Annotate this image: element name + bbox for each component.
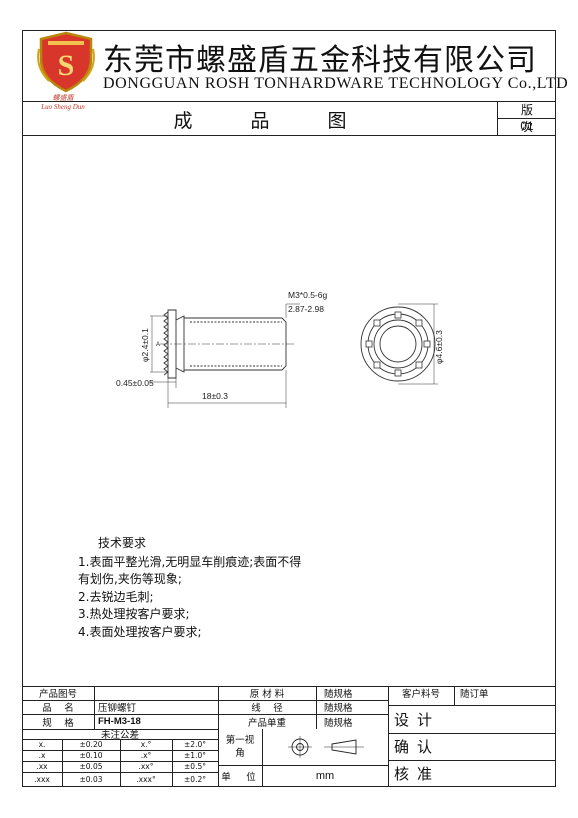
tol-cell: .xxx <box>34 774 50 784</box>
tol-cell: .x <box>38 751 46 760</box>
untol-label: 未注公差 <box>100 730 139 741</box>
wire-label: 线 径 <box>251 703 283 714</box>
end-view-outer <box>360 306 436 382</box>
spec-label: 规 格 <box>42 717 74 729</box>
header-divider <box>23 101 555 102</box>
tol-cell: x. <box>38 740 46 749</box>
logo-caption: 螺盛盾 Luo Sheng Dun <box>29 93 97 111</box>
dim-head-thk: 0.45±0.05 <box>116 378 154 388</box>
tol-cell: ±0.10 <box>79 751 103 760</box>
dim-outer-dia: φ4.6±0.3 <box>434 330 444 364</box>
product-name-label: 品 名 <box>42 703 74 714</box>
spec-value: FH-M3-18 <box>98 716 141 727</box>
angle-label: 第一视角 <box>225 735 255 759</box>
company-name-cn: 东莞市螺盛盾五金科技有限公司 <box>103 43 537 78</box>
dim-head-dia: φ2.4±0.1 <box>140 328 150 362</box>
tol-cell: .x° <box>140 751 152 760</box>
unit-value: mm <box>315 770 335 782</box>
tol-cell: ±0.2° <box>184 774 206 784</box>
tol-cell: ±0.03 <box>79 774 103 784</box>
technical-notes: 技术要求 1.表面平整光滑,无明显车削痕迹;表面不得 有划伤,夹伤等现象; 2.… <box>54 535 301 641</box>
note-item: 有划伤,夹伤等现象; <box>78 572 182 586</box>
material-value: 随规格 <box>324 689 353 700</box>
dim-length: 18±0.3 <box>202 391 228 401</box>
material-label: 原 材 料 <box>249 689 285 700</box>
approve-label: 核准 <box>394 765 441 783</box>
product-no-label: 产品图号 <box>38 689 77 700</box>
projection-symbol <box>262 729 388 765</box>
tol-cell: .xx° <box>138 762 154 771</box>
product-name-value: 压铆螺钉 <box>98 703 137 714</box>
notes-title: 技术要求 <box>98 536 147 550</box>
tol-cell: x.° <box>140 740 152 749</box>
part-drawing: M3*0.5-6g 2.87-2.98 18±0.3 0.45±0.05 A φ… <box>116 290 444 408</box>
version-label: 版次 <box>520 103 547 134</box>
drawing-sheet: S 螺盛盾 Luo Sheng Dun 东莞市螺盛盾五金科技有限公司 DONGG… <box>22 30 568 787</box>
unit-weight-value: 随规格 <box>324 717 353 729</box>
thread-label: M3*0.5-6g <box>288 290 327 300</box>
note-item: 3.热处理按客户要求; <box>78 607 190 621</box>
label-a: A <box>156 342 160 348</box>
tol-cell: ±0.05 <box>79 762 103 771</box>
note-item: 2.去锐边毛刺; <box>78 589 154 604</box>
drawing-title: 成品图 <box>173 109 405 132</box>
logo-text-cn: 螺盛盾 <box>52 94 74 102</box>
logo-letter: S <box>58 49 75 82</box>
note-item: 1.表面平整光滑,无明显车削痕迹;表面不得 <box>78 554 302 569</box>
tol-cell: ±0.20 <box>79 740 103 749</box>
tol-cell: ±1.0° <box>184 751 206 760</box>
confirm-label: 确认 <box>394 738 441 756</box>
wire-value: 随规格 <box>324 703 353 714</box>
unit-weight-label: 产品单重 <box>247 717 286 729</box>
title-divider <box>23 135 555 136</box>
tol-cell: .xxx° <box>136 774 156 784</box>
tol-cell: ±2.0° <box>184 740 206 749</box>
note-item: 4.表面处理按客户要求; <box>78 624 202 639</box>
version-value: 01 <box>520 119 534 133</box>
unit-label: 单 位 <box>221 772 259 783</box>
design-label: 设计 <box>394 710 441 729</box>
title-block: 产品图号 品 名 压铆螺钉 规 格 FH-M3-18 未注公差 x. ±0.20… <box>22 686 556 787</box>
tol-cell: ±0.5° <box>184 762 206 771</box>
company-logo: S <box>35 31 97 101</box>
customer-no-value: 随订单 <box>460 689 489 700</box>
tol-cell: .xx <box>36 762 48 771</box>
customer-no-label: 客户料号 <box>401 689 440 700</box>
logo-text-en: Luo Sheng Dun <box>41 103 85 111</box>
version-row-divider <box>497 118 555 119</box>
pitch-range: 2.87-2.98 <box>288 304 324 314</box>
company-name-en: DONGGUAN ROSH TONHARDWARE TECHNOLOGY Co.… <box>103 75 569 92</box>
